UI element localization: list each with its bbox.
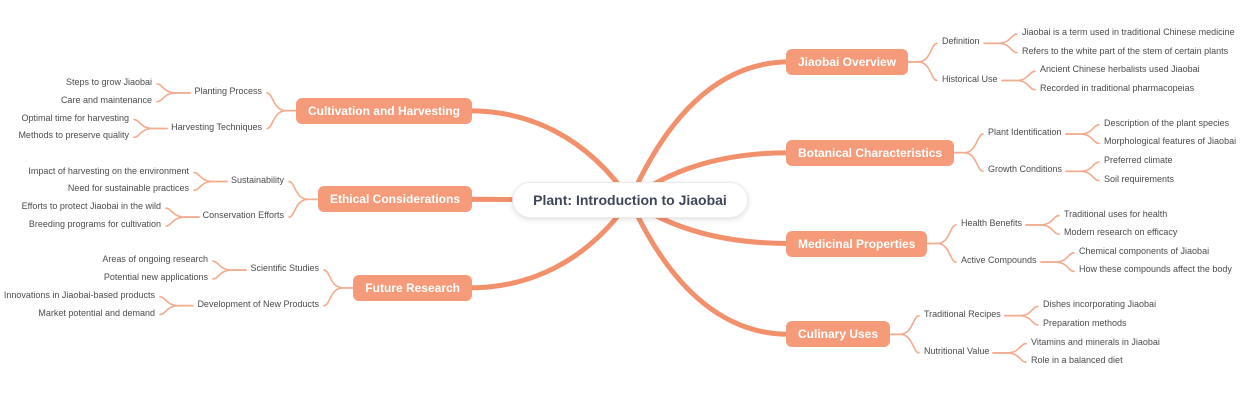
- leaf-label[interactable]: Optimal time for harvesting: [21, 112, 129, 123]
- link-path: [953, 133, 984, 154]
- subtopic-label[interactable]: Growth Conditions: [988, 164, 1063, 175]
- link-path: [1004, 314, 1039, 326]
- branch-node[interactable]: Medicinal Properties: [786, 230, 928, 257]
- link-path: [133, 118, 168, 130]
- subtopic-label[interactable]: Sustainability: [230, 174, 284, 185]
- leaf-label[interactable]: Morphological features of Jiaobai: [1104, 136, 1237, 147]
- leaf-label[interactable]: Steps to grow Jiaobai: [65, 77, 152, 87]
- leaf-label[interactable]: Soil requirements: [1104, 173, 1175, 184]
- link-path: [1040, 252, 1075, 263]
- link-path: [627, 59, 792, 203]
- link-path: [992, 342, 1027, 354]
- leaf-label[interactable]: Breeding programs for cultivation: [28, 219, 161, 229]
- leaf-label[interactable]: Role in a balanced diet: [1031, 355, 1123, 366]
- link-path: [212, 260, 247, 271]
- leaf-label[interactable]: Dishes incorporating Jiaobai: [1043, 299, 1157, 310]
- link-path: [212, 269, 247, 280]
- leaf-label[interactable]: Ancient Chinese herbalists used Jiaobai: [1040, 64, 1200, 75]
- link-path: [1065, 133, 1100, 145]
- subtopic-label[interactable]: Conservation Efforts: [202, 210, 284, 221]
- link-path: [983, 33, 1018, 45]
- subtopic-label[interactable]: Definition: [942, 36, 980, 47]
- link-path: [159, 296, 194, 307]
- leaf-label[interactable]: Chemical components of Jiaobai: [1079, 245, 1210, 256]
- leaf-label[interactable]: Traditional uses for health: [1064, 208, 1168, 219]
- link-path: [1040, 261, 1075, 273]
- link-path: [983, 42, 1018, 54]
- link-path: [926, 224, 957, 245]
- subtopic-label[interactable]: Health Benefits: [961, 217, 1023, 228]
- link-path: [266, 109, 297, 130]
- branch-node[interactable]: Future Research: [353, 274, 472, 301]
- link-path: [1065, 161, 1100, 173]
- link-path: [466, 197, 633, 291]
- leaf-label[interactable]: Preferred climate: [1104, 155, 1173, 165]
- leaf-label[interactable]: Care and maintenance: [60, 94, 152, 105]
- link-path: [159, 304, 194, 316]
- subtopic-label[interactable]: Development of New Products: [197, 298, 319, 309]
- link-path: [156, 92, 191, 103]
- branch-node[interactable]: Culinary Uses: [786, 321, 891, 348]
- leaf-label[interactable]: Description of the plant species: [1104, 117, 1230, 128]
- leaf-label[interactable]: Efforts to protect Jiaobai in the wild: [21, 201, 161, 212]
- link-path: [193, 171, 228, 183]
- subtopic-label[interactable]: Scientific Studies: [250, 263, 319, 274]
- subtopic-label[interactable]: Nutritional Value: [924, 345, 990, 356]
- link-path: [133, 127, 168, 139]
- link-path: [1001, 79, 1036, 91]
- link-path: [193, 180, 228, 192]
- link-path: [323, 287, 354, 307]
- link-path: [165, 216, 200, 227]
- leaf-label[interactable]: How these compounds affect the body: [1079, 264, 1232, 275]
- link-path: [907, 61, 938, 82]
- link-path: [323, 269, 354, 289]
- link-path: [165, 207, 200, 218]
- link-path: [1004, 305, 1039, 317]
- root-node[interactable]: Plant: Introduction to Jiaobai: [512, 182, 748, 218]
- link-path: [926, 242, 957, 263]
- subtopic-label[interactable]: Harvesting Techniques: [171, 121, 262, 132]
- leaf-label[interactable]: Preparation methods: [1043, 318, 1127, 328]
- branch-node[interactable]: Ethical Considerations: [317, 186, 472, 213]
- subtopic-label[interactable]: Historical Use: [942, 73, 998, 84]
- leaf-label[interactable]: Need for sustainable practices: [67, 183, 189, 194]
- link-path: [953, 151, 984, 173]
- link-path: [288, 180, 319, 201]
- link-path: [889, 333, 920, 354]
- leaf-label[interactable]: Innovations in Jiaobai-based products: [3, 289, 155, 300]
- leaf-label[interactable]: Methods to preserve quality: [18, 130, 129, 141]
- branch-node[interactable]: Cultivation and Harvesting: [295, 97, 472, 124]
- leaf-label[interactable]: Areas of ongoing research: [102, 254, 208, 265]
- leaf-label[interactable]: Refers to the white part of the stem of …: [1022, 45, 1229, 56]
- subtopic-label[interactable]: Planting Process: [194, 85, 262, 96]
- leaf-label[interactable]: Jiaobai is a term used in traditional Ch…: [1022, 27, 1235, 37]
- link-path: [889, 314, 920, 336]
- link-path: [1065, 170, 1100, 182]
- link-path: [992, 352, 1027, 363]
- subtopic-label[interactable]: Traditional Recipes: [924, 308, 1001, 319]
- branch-node[interactable]: Botanical Characteristics: [786, 139, 955, 166]
- link-path: [266, 92, 297, 112]
- link-path: [627, 197, 792, 337]
- link-path: [907, 42, 938, 63]
- leaf-label[interactable]: Potential new applications: [103, 272, 208, 282]
- leaf-label[interactable]: Recorded in traditional pharmacopeias: [1040, 82, 1195, 93]
- link-path: [1025, 214, 1060, 226]
- link-path: [1065, 124, 1100, 135]
- link-path: [466, 108, 633, 203]
- branch-node[interactable]: Jiaobai Overview: [786, 48, 909, 75]
- link-path: [1025, 224, 1060, 235]
- leaf-label[interactable]: Vitamins and minerals in Jiaobai: [1031, 336, 1160, 347]
- leaf-label[interactable]: Impact of harvesting on the environment: [28, 165, 189, 176]
- leaf-label[interactable]: Market potential and demand: [38, 307, 155, 318]
- link-path: [156, 83, 191, 94]
- link-path: [1001, 70, 1036, 82]
- link-path: [288, 198, 319, 218]
- subtopic-label[interactable]: Plant Identification: [988, 127, 1062, 138]
- leaf-label[interactable]: Modern research on efficacy: [1064, 227, 1178, 238]
- subtopic-label[interactable]: Active Compounds: [961, 255, 1037, 266]
